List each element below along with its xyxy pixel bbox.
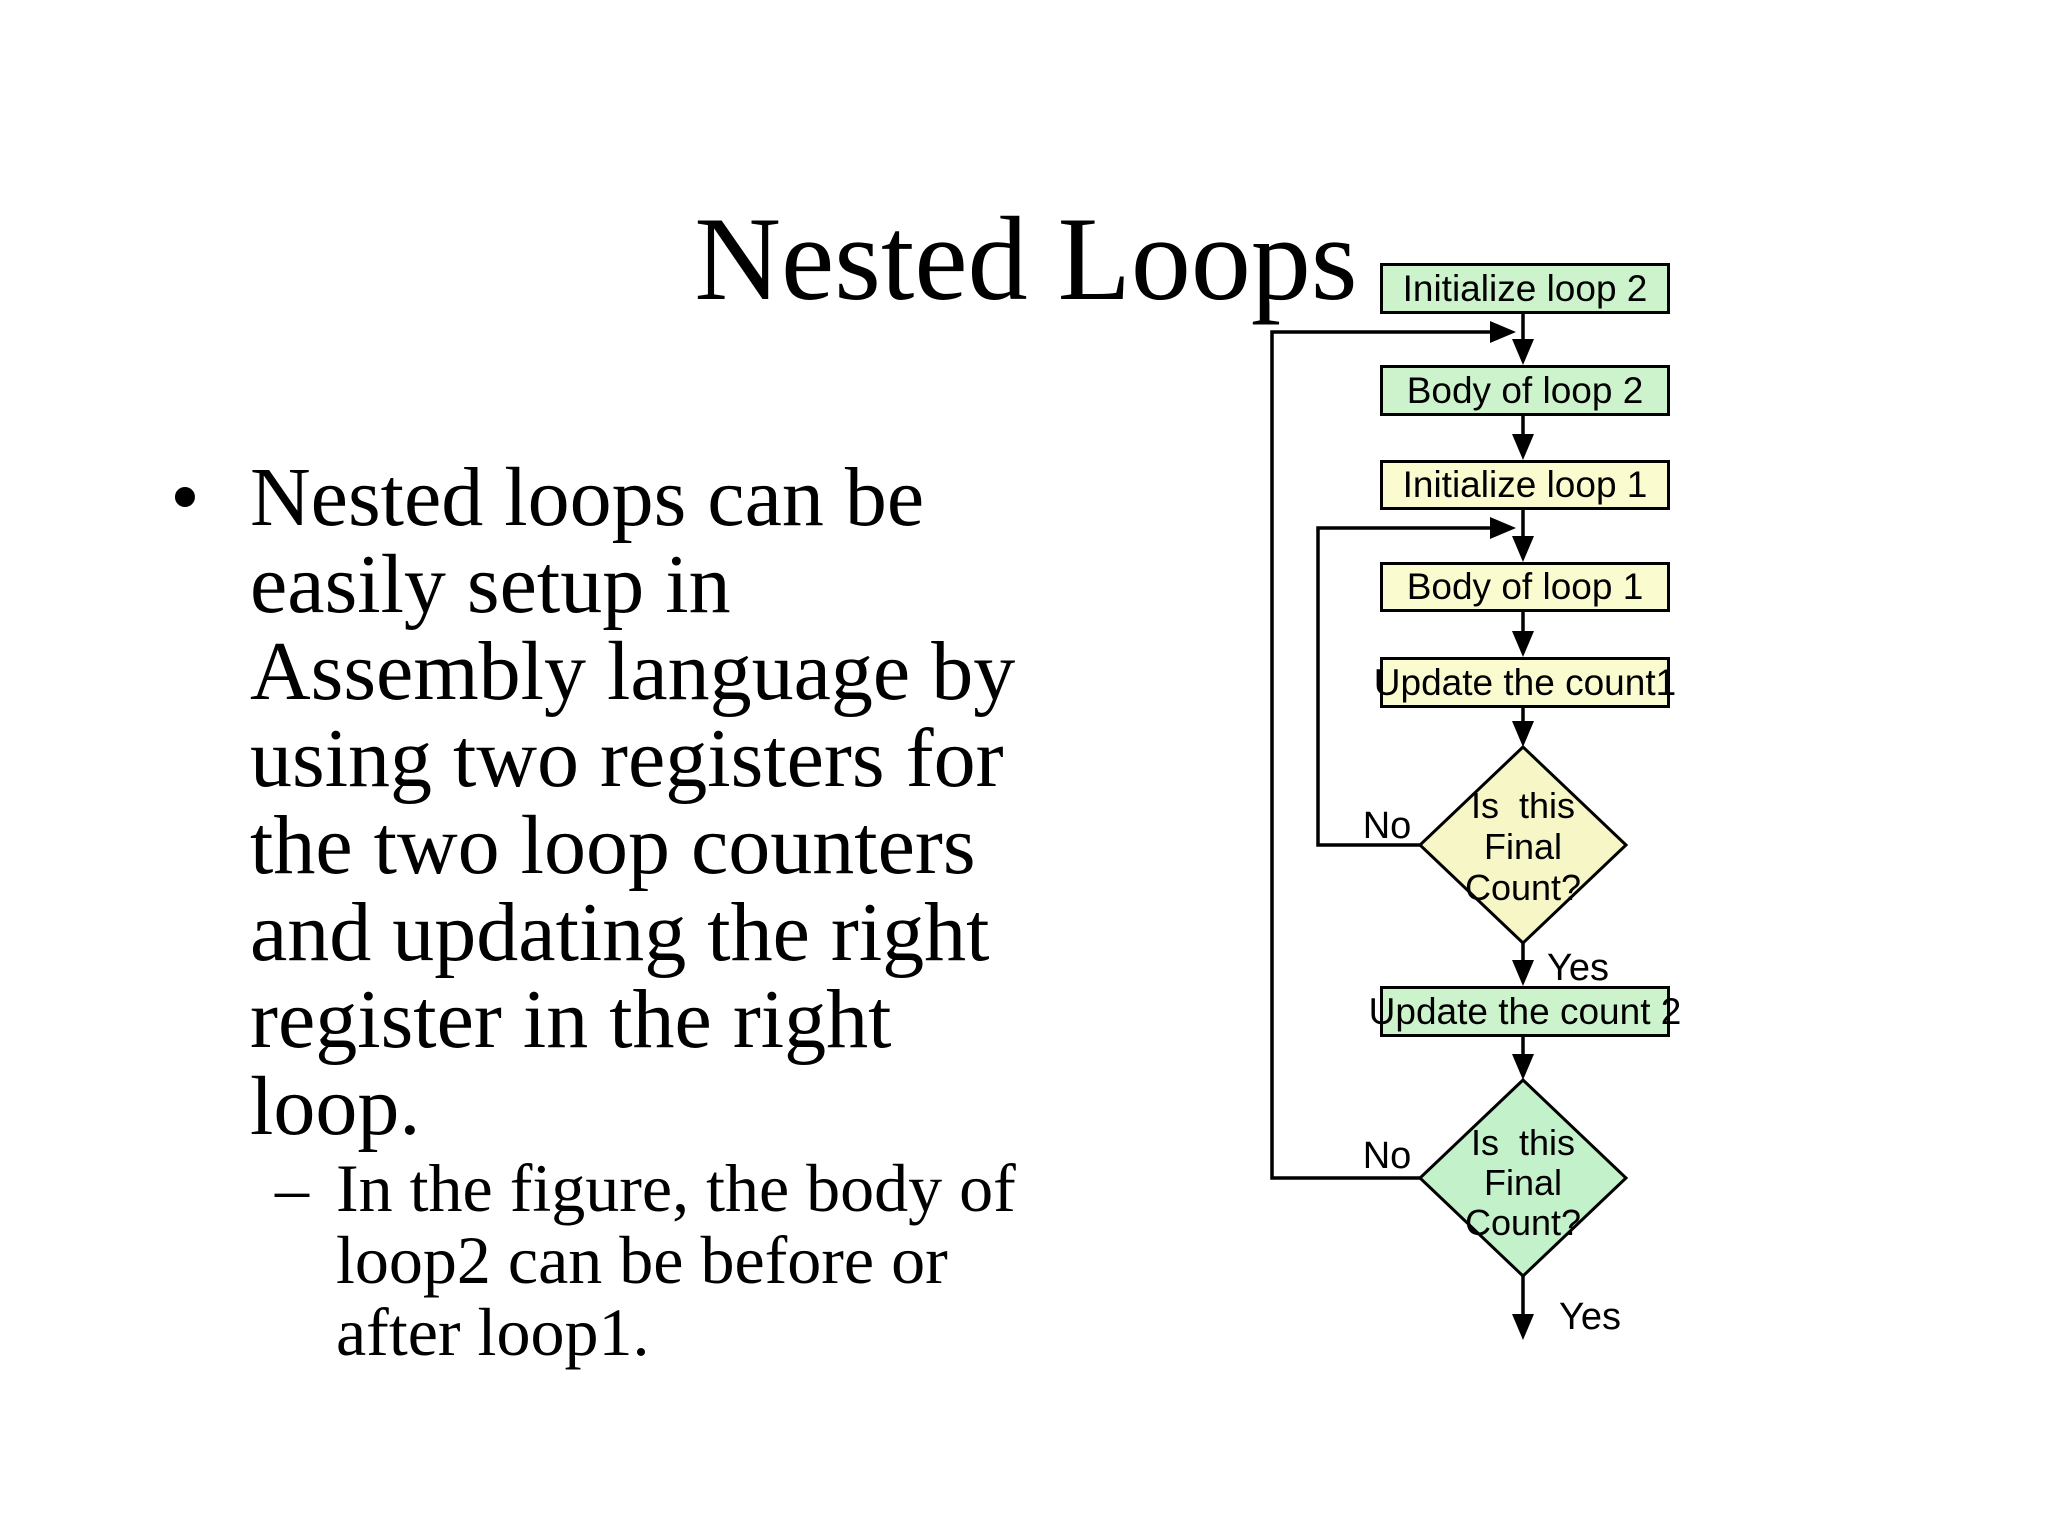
sub-bullet-marker: – bbox=[275, 1150, 309, 1226]
edge-label-no-loop1: No bbox=[1362, 805, 1412, 847]
decision-diamond-loop1 bbox=[1417, 744, 1629, 946]
bullet-line: using two registers for bbox=[250, 712, 1004, 805]
arrowhead-down-icon bbox=[1512, 339, 1534, 365]
arrowhead-right-icon bbox=[1490, 321, 1516, 343]
bullet-marker: • bbox=[170, 451, 200, 544]
sub-bullet-text-block: In the figure, the body of loop2 can be … bbox=[336, 1152, 1016, 1368]
sub-bullet-line: In the figure, the body of bbox=[336, 1150, 1016, 1226]
flow-box-update-the-count1: Update the count1 bbox=[1374, 657, 1676, 708]
edge-inner-feedback bbox=[1316, 526, 1492, 847]
edge-label-no-loop2: No bbox=[1362, 1135, 1412, 1177]
decision-text-loop2: Is this Final Count? bbox=[1464, 1122, 1582, 1243]
page-title: Nested Loops bbox=[694, 192, 1358, 325]
bullet-line: the two loop counters bbox=[250, 799, 976, 892]
flow-box-body-of-loop-1: Body of loop 1 bbox=[1380, 562, 1670, 612]
edge-label-yes-loop1: Yes bbox=[1547, 947, 1609, 989]
bullet-line: easily setup in bbox=[250, 538, 731, 631]
sub-bullet-line: after loop1. bbox=[336, 1294, 650, 1370]
bullet-line: loop. bbox=[250, 1060, 421, 1153]
flow-box-initialize-loop-2: Initialize loop 2 bbox=[1380, 263, 1670, 314]
arrowhead-down-icon bbox=[1512, 434, 1534, 460]
bullet-line: Assembly language by bbox=[250, 625, 1016, 718]
arrowhead-down-icon bbox=[1512, 1314, 1534, 1340]
arrowhead-down-icon bbox=[1512, 631, 1534, 657]
edge-label-yes-loop2: Yes bbox=[1559, 1296, 1621, 1338]
bullet-line: Nested loops can be bbox=[250, 451, 925, 544]
flow-box-update-the-count-2: Update the count 2 bbox=[1369, 986, 1681, 1037]
arrowhead-down-icon bbox=[1512, 960, 1534, 986]
decision-diamond-loop2 bbox=[1417, 1077, 1629, 1279]
bullet-line: and updating the right bbox=[250, 886, 990, 979]
flow-box-initialize-loop-1: Initialize loop 1 bbox=[1380, 460, 1670, 510]
arrowhead-down-icon bbox=[1512, 721, 1534, 747]
sub-bullet-line: loop2 can be before or bbox=[336, 1222, 948, 1298]
arrowhead-down-icon bbox=[1512, 536, 1534, 562]
decision-text-loop1: Is this Final Count? bbox=[1464, 785, 1582, 908]
bullet-text-block: Nested loops can be easily setup in Asse… bbox=[250, 454, 1015, 1150]
arrowhead-right-icon bbox=[1490, 517, 1516, 539]
edge-outer-feedback bbox=[1270, 330, 1492, 1180]
flow-box-body-of-loop-2: Body of loop 2 bbox=[1380, 365, 1670, 416]
bullet-line: register in the right bbox=[250, 973, 892, 1066]
arrowhead-down-icon bbox=[1512, 1054, 1534, 1080]
